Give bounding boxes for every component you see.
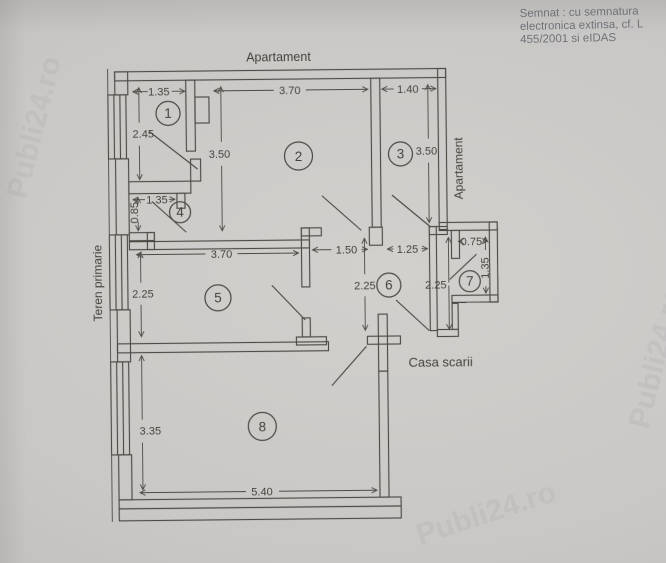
window <box>107 94 128 160</box>
room-6-circle <box>376 272 402 298</box>
walls <box>107 67 499 522</box>
door-room3 <box>391 194 431 228</box>
window <box>110 361 131 456</box>
dimension-lines <box>132 84 490 493</box>
room-3-number: 3 <box>397 146 405 161</box>
door-stairs <box>395 299 430 332</box>
dim-room6-height: 2.25 <box>354 280 376 292</box>
room-2-number: 2 <box>295 149 303 164</box>
room-4-number: 4 <box>176 205 184 220</box>
apartment-label-right: Apartament <box>451 137 466 200</box>
apartment-label-top: Apartament <box>246 50 311 65</box>
room-7-circle <box>458 270 481 293</box>
signature-note: Semnat : cu semnatura electronica extins… <box>520 6 644 46</box>
room-1-number: 1 <box>164 106 172 121</box>
window <box>108 234 129 311</box>
dim-room7-height: 1.35 <box>480 257 492 279</box>
room-8-number: 8 <box>258 419 266 434</box>
staircase-label: Casa scarii <box>408 354 473 370</box>
room-5-number: 5 <box>214 290 222 305</box>
dim-hall1-width: 1.50 <box>336 244 358 256</box>
signature-line-1: Semnat : cu semnatura <box>520 6 640 20</box>
room-6-number: 6 <box>385 278 393 293</box>
dim-room1-height: 2.45 <box>132 129 154 141</box>
watermark-text: Publi24.ro <box>412 475 560 551</box>
dim-room2-height: 3.50 <box>209 149 231 161</box>
dim-room8-height: 3.35 <box>140 425 162 437</box>
dim-room3-width: 1.40 <box>397 84 419 96</box>
door-room4 <box>151 201 187 233</box>
watermark-text: Publi24.ro <box>1 53 68 202</box>
dim-room3-height: 3.50 <box>416 146 438 158</box>
door-room2 <box>321 195 362 231</box>
signature-line-2: electronica extinsa, cf. L <box>520 18 644 33</box>
area-labels: Apartament Apartament Teren primarie Cas… <box>90 50 473 370</box>
dim-hall2-height: 2.25 <box>425 279 447 291</box>
door-room5 <box>271 284 306 321</box>
room-1-circle <box>155 100 181 126</box>
dim-room1-width: 1.35 <box>148 86 170 98</box>
dim-room8-width: 5.40 <box>251 486 273 498</box>
dim-room2-width: 3.70 <box>279 85 301 97</box>
dim-room4-width: 1.35 <box>146 194 168 206</box>
room-3-circle <box>387 141 414 167</box>
door-leaves <box>148 131 477 387</box>
dimension-labels: 1.35 3.70 1.40 2.45 3.50 3.50 1.35 0.85 … <box>129 84 492 499</box>
dim-room4-height: 0.85 <box>129 202 141 224</box>
room-5-circle <box>204 284 232 312</box>
signature-line-3: 455/2001 si eIDAS <box>520 32 616 46</box>
dim-hall2-width: 1.25 <box>397 244 419 256</box>
dim-room5-height: 2.25 <box>132 289 154 301</box>
door-room1 <box>148 131 198 170</box>
room-4-circle <box>168 201 192 224</box>
room-7-number: 7 <box>466 274 474 289</box>
dim-room5-width: 3.70 <box>211 249 233 261</box>
door-room7 <box>449 253 477 280</box>
watermark-text: Publi24.ro <box>623 283 666 432</box>
dim-room7-width: 0.75 <box>461 236 483 248</box>
room-badges: 1 2 3 4 5 6 7 8 <box>155 100 481 442</box>
terrain-label: Teren primarie <box>90 244 105 321</box>
door-room8 <box>331 345 367 387</box>
room-8-circle <box>247 411 277 442</box>
room-2-circle <box>283 141 314 171</box>
